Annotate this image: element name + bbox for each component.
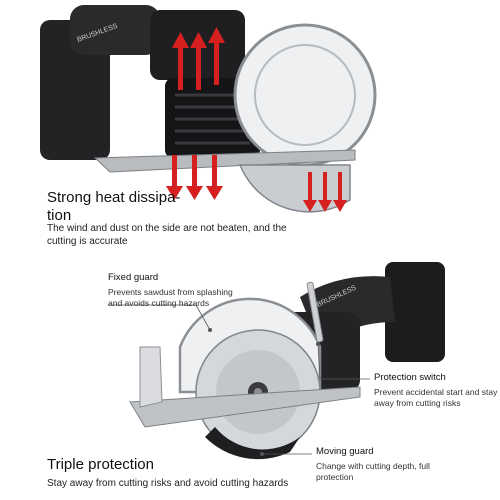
fixed-guard-label: Fixed guard xyxy=(108,272,159,283)
leader-protection-switch xyxy=(317,343,370,380)
fixed-guard-desc-line1: Prevents sawdust from splashing xyxy=(108,287,233,297)
top-description-line1: The wind and dust on the side are not be… xyxy=(47,223,287,234)
protection-switch-desc-line1: Prevent accidental start and stay xyxy=(374,387,498,397)
callout-protection-switch: Protection switch Prevent accidental sta… xyxy=(374,372,498,409)
bottom-title: Triple protection xyxy=(47,456,154,473)
callout-moving-guard: Moving guard Change with cutting depth, … xyxy=(316,446,496,483)
top-description: The wind and dust on the side are not be… xyxy=(47,222,347,248)
protection-switch-desc: Prevent accidental start and stay away f… xyxy=(374,387,498,409)
moving-guard-desc-line2: protection xyxy=(316,472,354,482)
bottom-base-plate xyxy=(129,386,361,428)
saw-top-illustration: BRUSHLESS xyxy=(40,5,377,213)
base-plate xyxy=(93,149,356,173)
top-product-image: BRUSHLESS xyxy=(0,0,500,213)
top-description-line2: cutting is accurate xyxy=(47,236,128,247)
fixed-guard-desc: Prevents sawdust from splashing and avoi… xyxy=(108,287,308,309)
moving-guard-desc: Change with cutting depth, full protecti… xyxy=(316,461,496,483)
depth-bracket xyxy=(139,346,163,408)
moving-guard-label: Moving guard xyxy=(316,446,374,457)
leader-fixed-guard xyxy=(108,304,211,331)
top-title-line2: tion xyxy=(47,207,72,224)
bottom-description: Stay away from cutting risks and avoid c… xyxy=(47,478,289,489)
top-title-line1: Strong heat dissipa- xyxy=(47,189,181,206)
protection-switch-lever xyxy=(306,281,324,343)
moving-guard-shape xyxy=(205,427,300,460)
battery-pack xyxy=(385,262,445,362)
airflow-arrows-up xyxy=(172,27,225,90)
callout-fixed-guard: Fixed guard Prevents sawdust from splash… xyxy=(108,272,308,309)
handle-grip xyxy=(70,5,160,55)
airflow-arrows-down xyxy=(166,155,347,212)
protection-switch-desc-line2: away from cutting risks xyxy=(374,398,461,408)
moving-guard-desc-line1: Change with cutting depth, full xyxy=(316,461,430,471)
protection-switch-label: Protection switch xyxy=(374,372,446,383)
saw-bottom-illustration: BRUSHLESS xyxy=(108,262,445,460)
top-title: Strong heat dissipa- tion xyxy=(47,189,307,225)
fixed-guard-desc-line2: and avoids cutting hazards xyxy=(108,298,210,308)
